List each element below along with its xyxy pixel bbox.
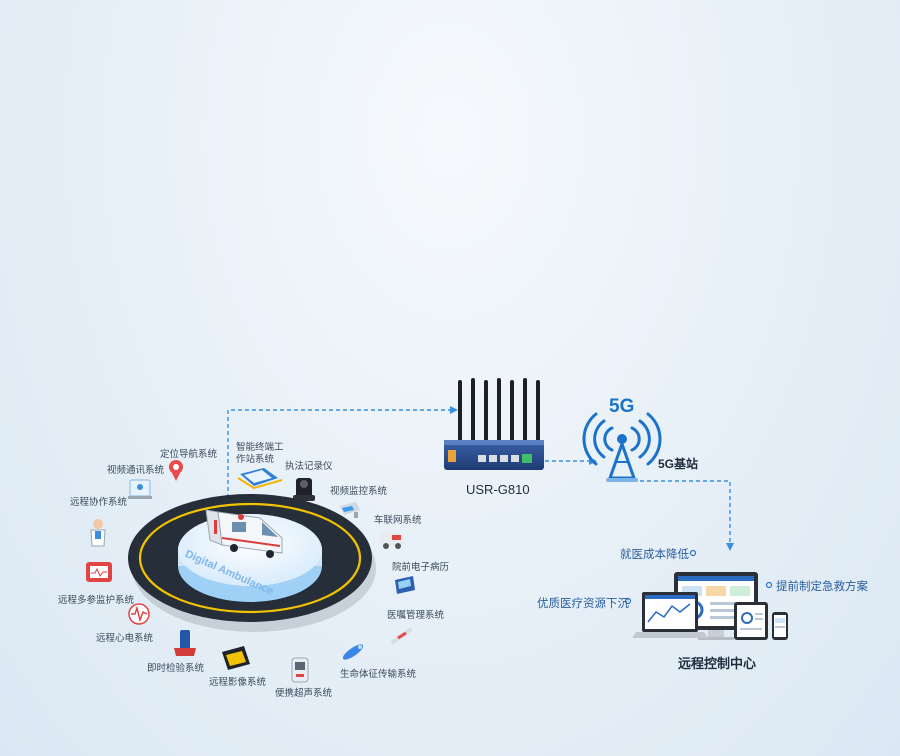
instant-test-icon <box>174 630 196 656</box>
system-label-vital-signs: 生命体征传输系统 <box>340 669 417 680</box>
imaging-icon <box>222 646 250 670</box>
control-center-label: 远程控制中心 <box>678 656 757 671</box>
ecg-icon <box>128 603 150 625</box>
ultrasound-icon <box>291 657 309 683</box>
system-label-navigation: 定位导航系统 <box>160 449 218 460</box>
car-network-icon <box>380 533 404 549</box>
video-call-icon <box>128 479 152 499</box>
benefit-markers <box>624 549 773 605</box>
system-label-imaging: 远程影像系统 <box>209 677 267 688</box>
system-label-medical-record: 院前电子病历 <box>392 562 450 573</box>
doctor-icon <box>90 519 106 547</box>
system-label-instant-test: 即时检验系统 <box>147 663 205 674</box>
system-label-order-management: 医嘱管理系统 <box>387 610 445 621</box>
location-pin-icon <box>169 460 183 481</box>
ambulance-icon <box>205 509 283 558</box>
medical-record-icon <box>395 576 415 594</box>
system-label-car-network: 车联网系统 <box>374 515 422 526</box>
syringe-icon <box>391 628 412 644</box>
system-label-ecg: 远程心电系统 <box>96 633 154 644</box>
router-device <box>444 378 544 470</box>
base-station-icon <box>582 412 662 482</box>
base-station-label: 5G基站 <box>658 457 699 471</box>
ambulance-to-router-line <box>227 409 452 505</box>
body-camera-icon <box>293 478 315 501</box>
vital-signs-icon <box>342 644 364 660</box>
system-label-workstation: 智能终端工作站系统 <box>236 442 284 465</box>
benefit-resource-sinking: 优质医疗资源下沉 <box>537 598 629 610</box>
control-center-devices <box>632 572 788 640</box>
5g-badge: 5G <box>609 396 635 417</box>
multi-monitor-icon <box>86 562 112 582</box>
benefit-emergency-plan: 提前制定急救方案 <box>776 581 868 593</box>
video-monitor-icon <box>340 502 360 518</box>
router-label: USR-G810 <box>466 482 530 497</box>
system-label-multi-monitor: 远程多参监护系统 <box>58 595 135 606</box>
arrow-heads <box>450 406 734 551</box>
connection-lines <box>227 409 731 545</box>
system-label-ultrasound: 便携超声系统 <box>275 688 333 699</box>
workstation-icon <box>237 468 283 490</box>
basestation-to-center-line <box>640 480 731 545</box>
system-label-collaboration: 远程协作系统 <box>70 497 128 508</box>
system-label-body-camera: 执法记录仪 <box>285 461 333 472</box>
ambulance-platform <box>128 494 376 632</box>
benefit-cost-reduction: 就医成本降低 <box>620 549 689 561</box>
system-label-video-call: 视频通讯系统 <box>107 465 165 476</box>
system-label-video-monitor: 视频监控系统 <box>330 486 388 497</box>
